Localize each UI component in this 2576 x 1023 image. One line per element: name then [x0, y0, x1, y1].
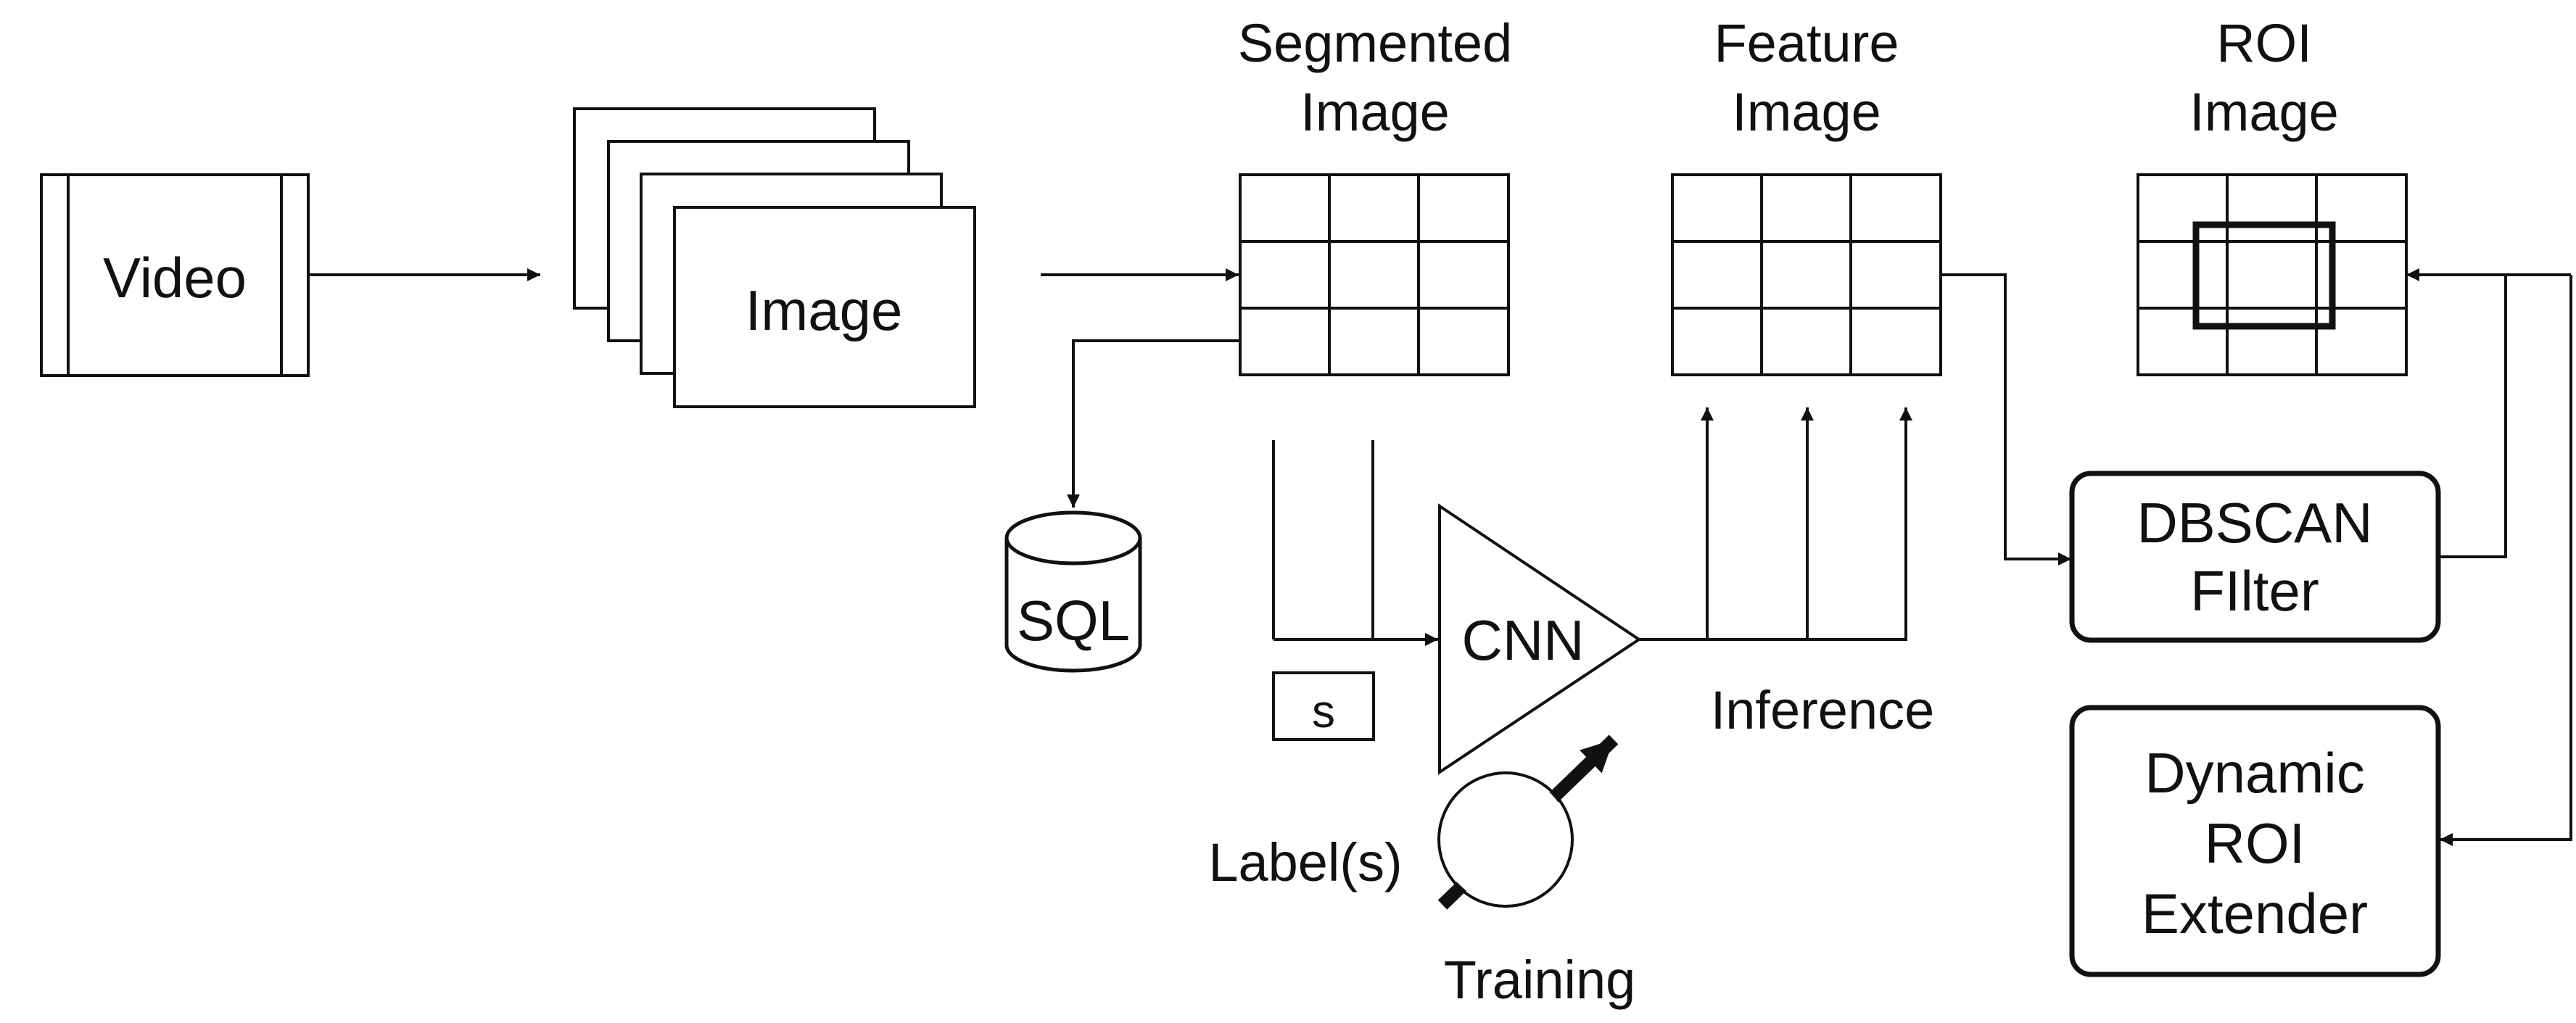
cnn-block: CNN	[1438, 503, 1642, 775]
roi-image-grid	[2137, 173, 2408, 376]
feature-image-title-line1: Feature	[1714, 13, 1899, 73]
dbscan-line2: FIlter	[2190, 559, 2319, 623]
training-dial	[1437, 734, 1619, 910]
dbscan-filter: DBSCAN FIlter	[2069, 471, 2441, 643]
feature-image-title-line2: Image	[1732, 82, 1881, 142]
dynamic-roi-line2: ROI	[2205, 811, 2305, 875]
image-stack: Image	[573, 107, 976, 408]
dynamic-roi-line1: Dynamic	[2144, 741, 2364, 805]
inference-connector	[1639, 407, 1912, 641]
dbscan-line1: DBSCAN	[2137, 491, 2372, 555]
cnn-label: CNN	[1462, 608, 1585, 672]
segmented-image: Segmented Image	[1238, 13, 1513, 376]
training-label: Training	[1444, 950, 1636, 1010]
roi-image-title-line1: ROI	[2216, 13, 2312, 73]
image-stack-label: Image	[746, 278, 903, 342]
dbscan-output-connector	[2406, 268, 2572, 846]
labels-label: Label(s)	[1208, 832, 1402, 892]
segmented-image-grid	[1239, 173, 1510, 376]
feature-image: Feature Image	[1671, 13, 1942, 376]
roi-image-title-line2: Image	[2189, 82, 2339, 142]
feature-image-grid	[1671, 173, 1942, 376]
roi-image: ROI Image	[2137, 13, 2408, 376]
s-box: s	[1272, 671, 1375, 741]
s-label: s	[1312, 685, 1335, 737]
segmented-image-title-line2: Image	[1300, 82, 1450, 142]
arrow-feature-to-dbscan	[1941, 273, 2071, 566]
sql-label: SQL	[1017, 589, 1130, 653]
dynamic-roi-line3: Extender	[2142, 882, 2368, 945]
inference-label: Inference	[1711, 680, 1935, 740]
dynamic-roi-extender: Dynamic ROI Extender	[2069, 705, 2441, 977]
roi-region	[2192, 221, 2336, 330]
arrow-segmented-to-sql	[1067, 339, 1240, 508]
video-label: Video	[103, 246, 247, 310]
sql-database: SQL	[1004, 510, 1142, 673]
video-block: Video	[40, 173, 310, 377]
segmented-image-title-line1: Segmented	[1238, 13, 1513, 73]
